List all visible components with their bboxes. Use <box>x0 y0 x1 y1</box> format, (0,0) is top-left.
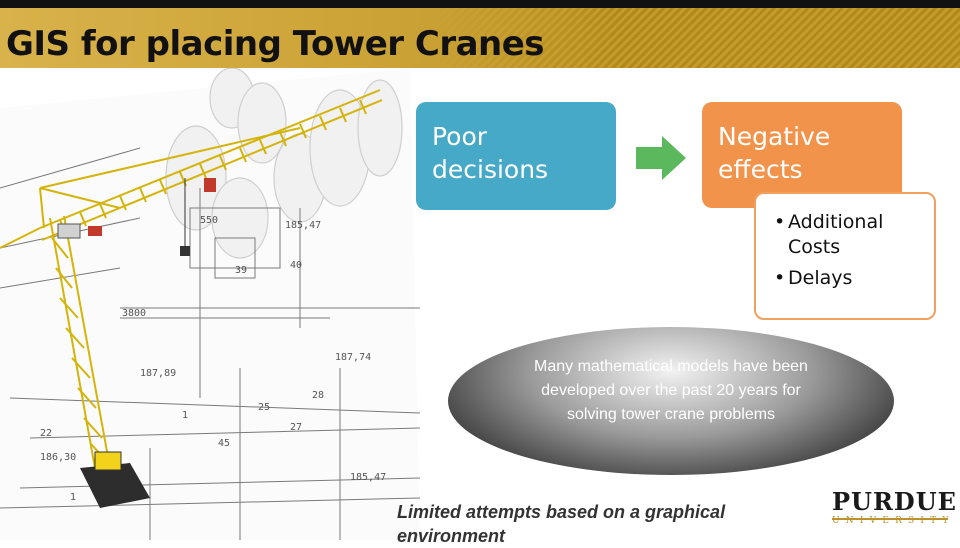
callout-ellipse: Many mathematical models have been devel… <box>448 327 894 475</box>
svg-text:27: 27 <box>290 422 302 433</box>
title-band: GIS for placing Tower Cranes <box>0 8 960 68</box>
crane-blueprint-image: 550 185,47 39 40 3800 187,89 187,74 25 2… <box>0 68 420 540</box>
logo-wordmark: PURDUE <box>832 487 957 516</box>
footnote-text: Limited attempts based on a graphical en… <box>397 502 726 546</box>
right-arrow-icon <box>636 136 686 180</box>
svg-text:185,47: 185,47 <box>285 220 321 231</box>
effect-detail-item: Additional Costs <box>774 210 934 260</box>
effect-detail-item: Delays <box>774 266 934 291</box>
svg-text:25: 25 <box>258 402 270 413</box>
effect-details-list: Additional Costs Delays <box>774 210 934 297</box>
slide-title: GIS for placing Tower Cranes <box>6 24 545 64</box>
svg-text:28: 28 <box>312 390 324 401</box>
purdue-logo: PURDUE UNIVERSITY <box>832 487 957 526</box>
callout-text: Many mathematical models have been devel… <box>534 358 808 423</box>
effect-details-box: Additional Costs Delays <box>754 192 936 320</box>
svg-text:187,89: 187,89 <box>140 368 176 379</box>
effect-box: Negative effects <box>702 102 902 208</box>
svg-text:1: 1 <box>182 410 188 421</box>
svg-text:187,74: 187,74 <box>335 352 371 363</box>
svg-text:40: 40 <box>290 260 302 271</box>
svg-text:186,30: 186,30 <box>40 452 76 463</box>
cause-label: Poor decisions <box>432 122 549 184</box>
svg-text:22: 22 <box>40 428 52 439</box>
svg-text:550: 550 <box>200 215 218 226</box>
svg-text:45: 45 <box>218 438 230 449</box>
effect-label: Negative effects <box>718 122 831 184</box>
svg-text:3800: 3800 <box>122 308 146 319</box>
svg-text:1: 1 <box>70 492 76 503</box>
svg-text:39: 39 <box>235 265 247 276</box>
tower-crane <box>0 89 383 469</box>
cause-box: Poor decisions <box>416 102 616 210</box>
svg-text:185,47: 185,47 <box>350 472 386 483</box>
top-border <box>0 0 960 8</box>
logo-subtitle: UNIVERSITY <box>832 516 955 526</box>
